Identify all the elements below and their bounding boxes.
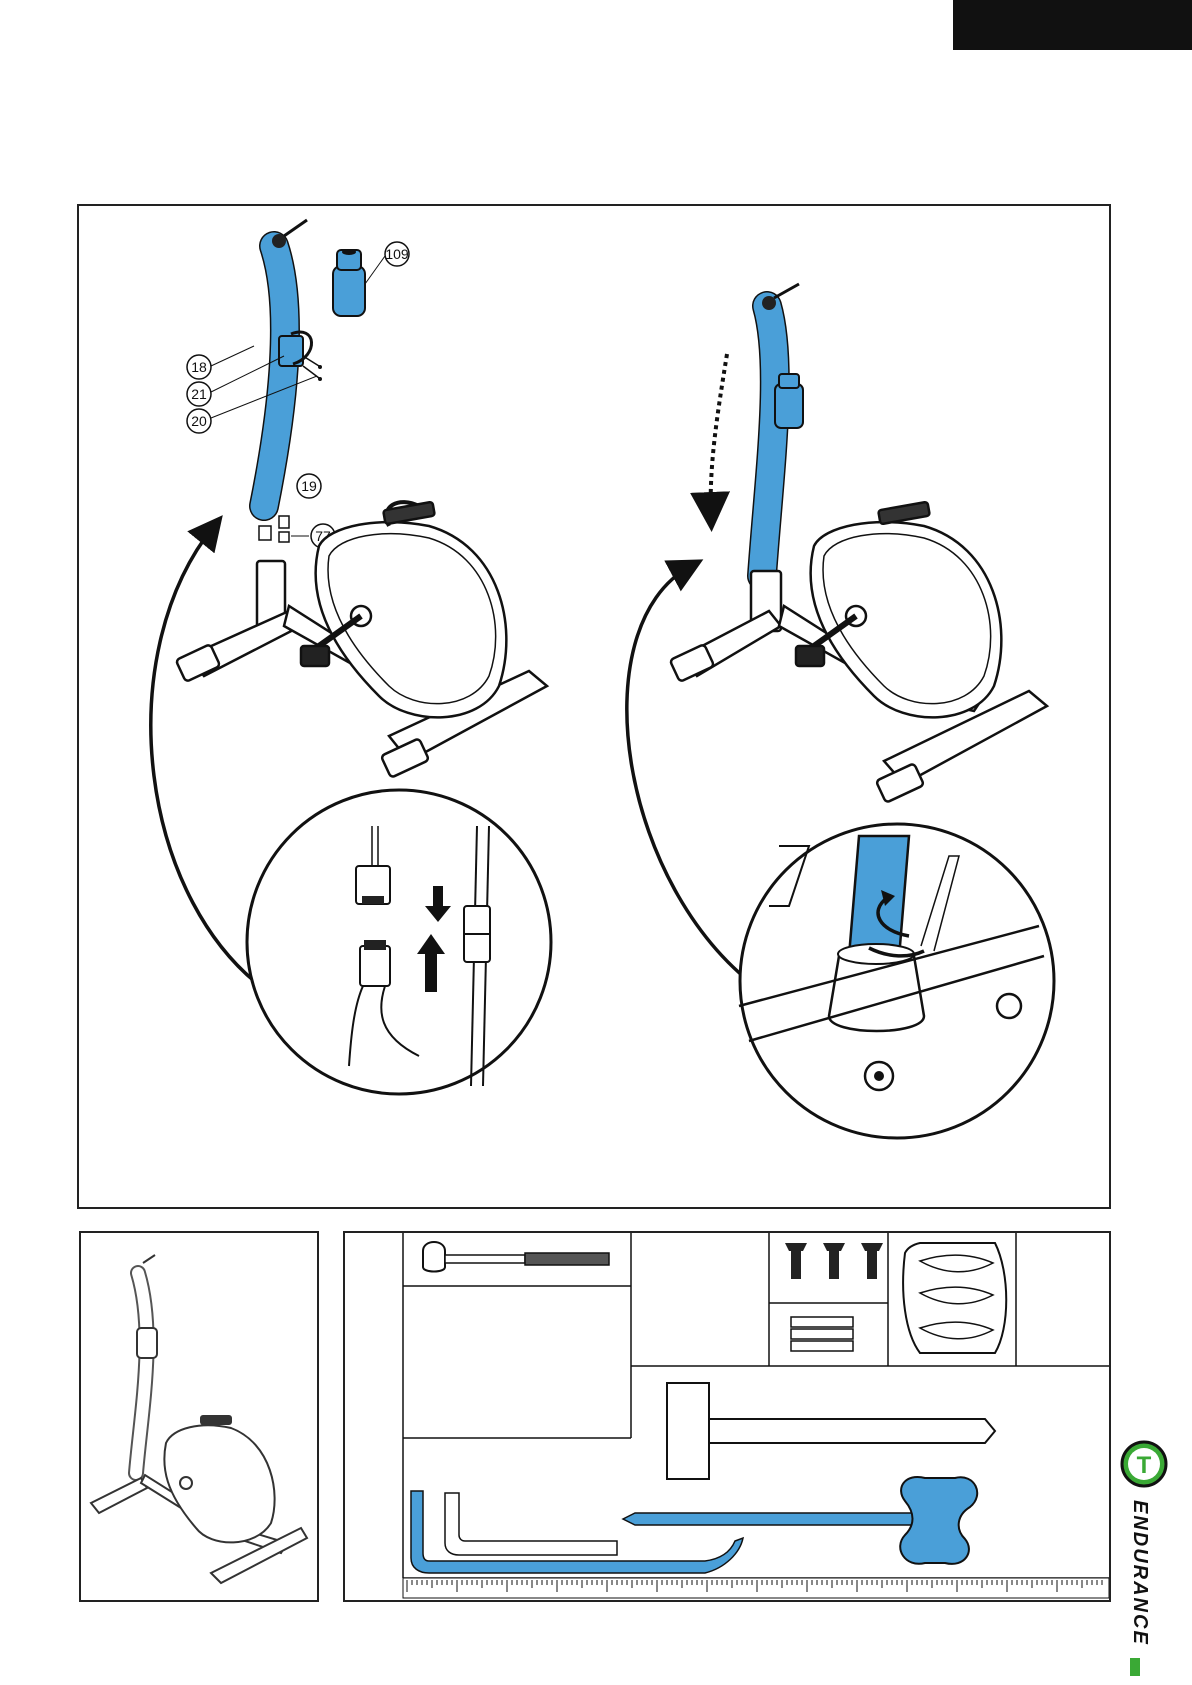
- brand-logo-letter: T: [1137, 1452, 1152, 1479]
- connector-detail-zoom: [247, 790, 551, 1094]
- water-bottle-part: [333, 249, 365, 316]
- page-tab-marker: [953, 0, 1192, 50]
- callout-18: 18: [187, 346, 254, 379]
- svg-text:18: 18: [191, 359, 207, 375]
- bike-base-right: [670, 502, 1047, 803]
- svg-text:21: 21: [191, 386, 207, 402]
- carriage-bolt-part: [423, 1242, 609, 1272]
- spanner-tool-blue: [623, 1477, 977, 1564]
- svg-text:109: 109: [385, 246, 409, 262]
- assembled-thumbnail-frame: [79, 1231, 319, 1602]
- washer-part: [791, 1317, 853, 1351]
- upright-tube-part: [264, 246, 285, 506]
- insert-direction-arrow-icon: [711, 354, 727, 516]
- screws-part: [785, 1243, 883, 1279]
- brand-wordmark: ENDURANCE: [1129, 1500, 1151, 1646]
- parts-and-tools-diagram: [345, 1233, 1109, 1600]
- brand-accent-bar: [1130, 1658, 1140, 1676]
- knob-part: [903, 1243, 1006, 1353]
- bike-base-left: [176, 502, 547, 778]
- allen-key-blue: [411, 1491, 743, 1573]
- svg-text:19: 19: [301, 478, 317, 494]
- screwdriver-part: [667, 1383, 995, 1479]
- assembly-step-frame: 109 18 21 20 19 77: [77, 204, 1111, 1209]
- callout-19: 19: [297, 474, 321, 498]
- upright-tube-assembled: [762, 306, 775, 576]
- tightening-detail-zoom: [739, 824, 1054, 1138]
- allen-key-white: [445, 1493, 617, 1555]
- callout-109: 109: [365, 242, 409, 284]
- assembled-thumbnail: [81, 1233, 317, 1600]
- assembly-illustration: 109 18 21 20 19 77: [79, 206, 1109, 1207]
- svg-text:20: 20: [191, 413, 207, 429]
- measuring-ruler: [403, 1578, 1109, 1598]
- parts-and-tools-frame: [343, 1231, 1111, 1602]
- brand-logo: T ENDURANCE: [1116, 1440, 1172, 1680]
